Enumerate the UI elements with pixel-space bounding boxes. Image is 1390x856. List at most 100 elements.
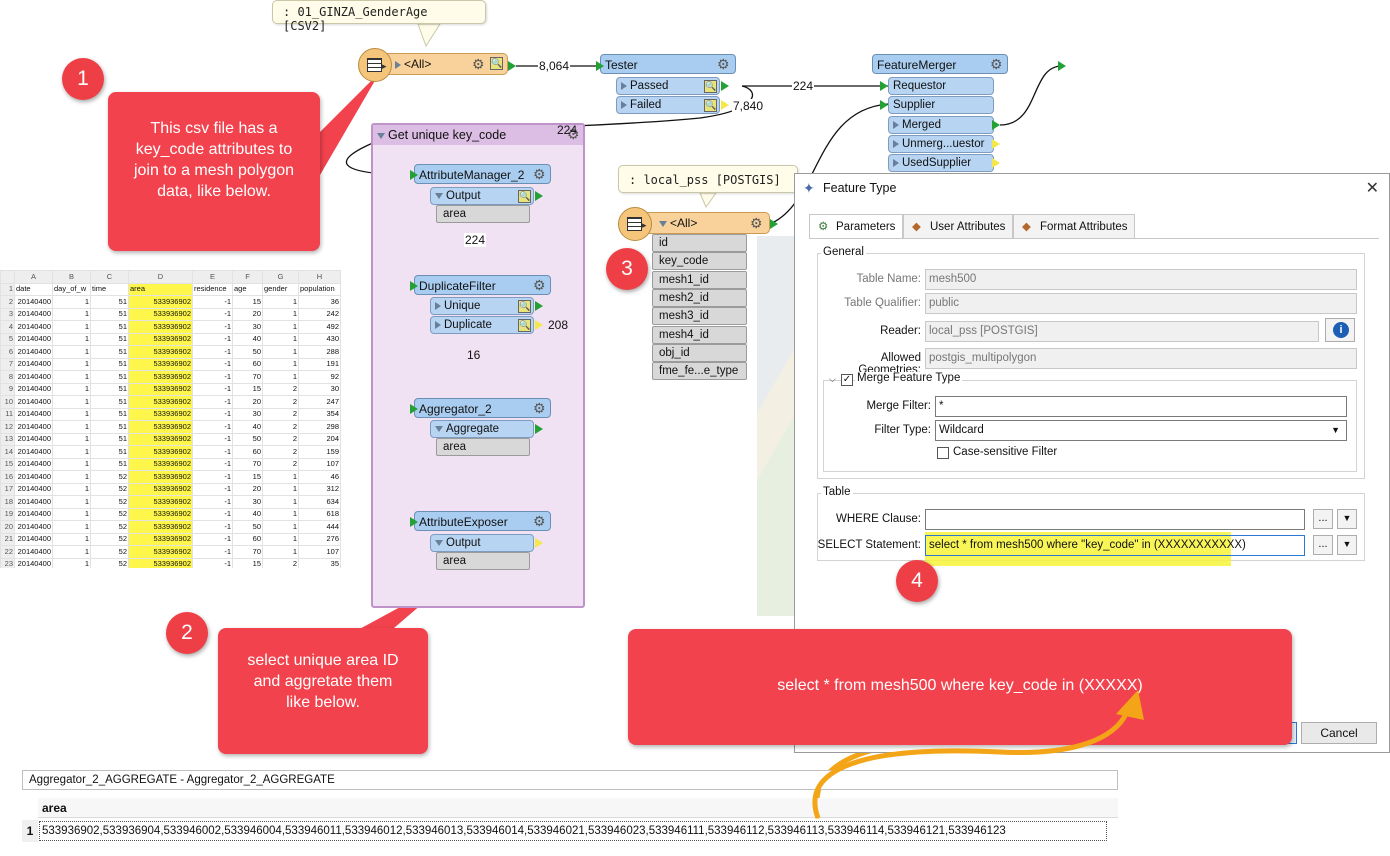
table-cell[interactable]: -1 — [192, 345, 233, 359]
table-cell[interactable]: 30 — [232, 320, 263, 334]
table-cell[interactable]: -1 — [192, 495, 233, 509]
table-cell[interactable]: 533936902 — [128, 395, 193, 409]
column-letter[interactable]: G — [262, 270, 299, 284]
table-cell[interactable]: 533936902 — [128, 482, 193, 496]
table-cell[interactable]: 1 — [262, 295, 299, 309]
gear-icon[interactable]: ⚙ — [533, 513, 546, 529]
table-cell[interactable]: 533936902 — [128, 532, 193, 546]
row-header[interactable]: 10 — [0, 395, 15, 409]
tab-user-attributes[interactable]: ◆User Attributes — [903, 214, 1013, 238]
table-cell[interactable]: 1 — [52, 395, 91, 409]
table-cell[interactable]: 2 — [262, 420, 299, 434]
featuremerger-requestor-port[interactable]: Requestor — [888, 77, 994, 95]
column-letter[interactable]: A — [14, 270, 53, 284]
table-cell[interactable]: -1 — [192, 382, 233, 396]
table-cell[interactable]: -1 — [192, 395, 233, 409]
table-cell[interactable]: 50 — [232, 520, 263, 534]
featuremerger-merged-port[interactable]: Merged — [888, 116, 994, 134]
table-cell[interactable]: 20140400 — [14, 482, 53, 496]
row-header[interactable]: 3 — [0, 307, 15, 321]
select-ellipsis-button[interactable]: ... — [1313, 535, 1333, 555]
input-port-icon[interactable] — [410, 281, 418, 291]
gear-icon[interactable]: ⚙ — [533, 400, 546, 416]
table-cell[interactable]: 20 — [232, 395, 263, 409]
table-cell[interactable]: 1 — [262, 507, 299, 521]
featuremerger-unmerged-port[interactable]: Unmerg...uestor — [888, 135, 994, 153]
table-cell-area[interactable]: 533936902,533936904,533946002,533946004,… — [39, 821, 1107, 841]
table-cell[interactable]: 242 — [298, 307, 341, 321]
duplicatefilter-unique-port[interactable]: Unique — [430, 297, 534, 315]
table-cell[interactable]: 52 — [90, 520, 129, 534]
bookmark-header[interactable]: Get unique key_code — [373, 125, 583, 145]
duplicatefilter-duplicate-port[interactable]: Duplicate — [430, 316, 534, 334]
row-header[interactable]: 21 — [0, 532, 15, 546]
table-cell[interactable]: -1 — [192, 370, 233, 384]
table-cell[interactable]: -1 — [192, 407, 233, 421]
table-cell[interactable]: -1 — [192, 507, 233, 521]
table-cell[interactable]: 533936902 — [128, 420, 193, 434]
table-cell[interactable]: 20140400 — [14, 432, 53, 446]
output-port-icon[interactable] — [992, 139, 1000, 149]
table-cell[interactable]: 15 — [232, 557, 263, 568]
table-cell[interactable]: 533936902 — [128, 520, 193, 534]
table-cell[interactable]: 92 — [298, 370, 341, 384]
table-cell[interactable]: 30 — [232, 495, 263, 509]
header-cell[interactable]: area — [128, 282, 193, 296]
output-port-icon[interactable] — [721, 81, 729, 91]
table-cell[interactable]: -1 — [192, 332, 233, 346]
gear-icon[interactable]: ⚙ — [533, 277, 546, 293]
table-cell[interactable]: 50 — [232, 432, 263, 446]
table-cell[interactable]: 533936902 — [128, 470, 193, 484]
table-cell[interactable]: 159 — [298, 445, 341, 459]
table-cell[interactable]: 2 — [262, 457, 299, 471]
row-header[interactable]: 12 — [0, 420, 15, 434]
table-cell[interactable]: 1 — [52, 520, 91, 534]
table-cell[interactable]: 533936902 — [128, 307, 193, 321]
table-cell[interactable]: 51 — [90, 407, 129, 421]
column-letter[interactable]: H — [298, 270, 341, 284]
table-cell[interactable]: 35 — [298, 557, 341, 568]
table-cell[interactable]: 51 — [90, 382, 129, 396]
table-cell[interactable]: 618 — [298, 507, 341, 521]
table-cell[interactable]: 1 — [52, 345, 91, 359]
close-icon[interactable]: ✕ — [1365, 180, 1379, 197]
table-cell[interactable]: 1 — [52, 557, 91, 568]
table-cell[interactable]: 204 — [298, 432, 341, 446]
table-cell[interactable]: 533936902 — [128, 320, 193, 334]
table-cell[interactable]: 1 — [52, 482, 91, 496]
table-cell[interactable]: 40 — [232, 507, 263, 521]
table-cell[interactable]: 2 — [262, 557, 299, 568]
table-cell[interactable]: 1 — [52, 432, 91, 446]
gear-icon[interactable]: ⚙ — [472, 56, 485, 72]
input-port-icon[interactable] — [880, 81, 888, 91]
row-header[interactable]: 16 — [0, 470, 15, 484]
table-cell[interactable]: 444 — [298, 520, 341, 534]
table-cell[interactable]: 52 — [90, 470, 129, 484]
table-cell[interactable]: 533936902 — [128, 407, 193, 421]
table-cell[interactable]: 1 — [52, 420, 91, 434]
table-cell[interactable]: 1 — [52, 532, 91, 546]
table-cell[interactable]: 1 — [52, 495, 91, 509]
chevron-down-icon[interactable]: ⌵ — [829, 374, 836, 384]
output-port-icon[interactable] — [992, 120, 1000, 130]
table-cell[interactable]: -1 — [192, 445, 233, 459]
table-cell[interactable]: -1 — [192, 470, 233, 484]
tester-failed-port[interactable]: Failed — [616, 96, 720, 114]
table-cell[interactable]: 1 — [52, 370, 91, 384]
table-cell[interactable]: 40 — [232, 332, 263, 346]
table-cell[interactable]: 276 — [298, 532, 341, 546]
gear-icon[interactable]: ⚙ — [990, 56, 1003, 72]
row-header[interactable]: 9 — [0, 382, 15, 396]
header-cell[interactable]: age — [232, 282, 263, 296]
table-cell[interactable]: 1 — [52, 307, 91, 321]
table-cell[interactable]: 52 — [90, 532, 129, 546]
where-clause-input[interactable] — [925, 509, 1305, 530]
table-cell[interactable]: 20140400 — [14, 295, 53, 309]
table-cell[interactable]: 2 — [262, 395, 299, 409]
header-cell[interactable]: gender — [262, 282, 299, 296]
row-header[interactable]: 6 — [0, 345, 15, 359]
table-cell[interactable]: 20140400 — [14, 407, 53, 421]
gear-icon[interactable]: ⚙ — [533, 166, 546, 182]
table-cell[interactable]: 1 — [52, 407, 91, 421]
input-port-icon[interactable] — [880, 100, 888, 110]
